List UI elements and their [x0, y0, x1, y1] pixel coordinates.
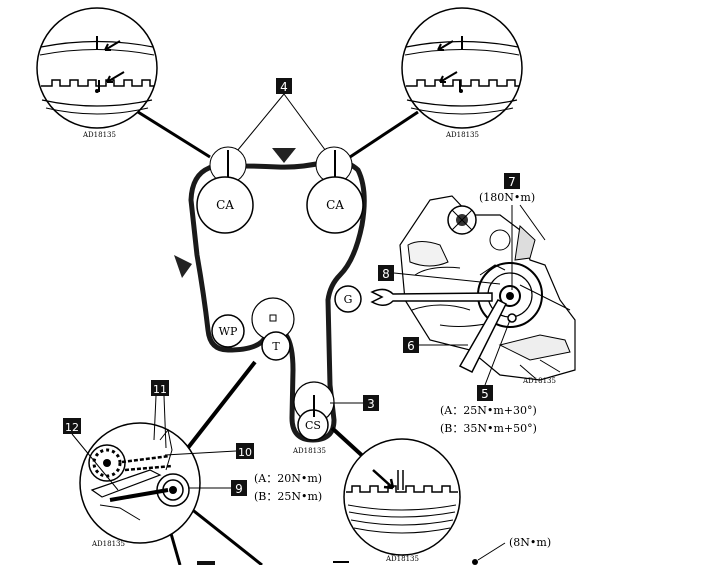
callout-number: 6 — [407, 339, 415, 353]
torque-label: (B：25N•m) — [254, 490, 322, 503]
pulley-label: T — [272, 340, 280, 353]
callout-number: 10 — [238, 446, 252, 459]
callout-number: 12 — [65, 421, 79, 434]
callout-box — [363, 395, 379, 411]
callout-box — [477, 385, 493, 401]
generator-pulley: G — [334, 285, 362, 313]
callout-box — [378, 265, 394, 281]
torque-label: (A：25N•m+30°) — [440, 404, 537, 417]
leader-line — [330, 426, 369, 462]
rotation-arrow-icon — [174, 255, 192, 278]
callout-box — [236, 443, 254, 459]
callout-number: 5 — [481, 387, 489, 401]
timing-belt — [188, 158, 367, 443]
pulley-label: WP — [219, 325, 238, 338]
callout-number: 3 — [367, 397, 375, 411]
torque-label: (B：35N•m+50°) — [440, 422, 537, 435]
callout-box — [63, 418, 81, 434]
callout-box — [504, 173, 520, 189]
camshaft-pulley-left: CA — [196, 146, 254, 234]
leader-line — [178, 360, 257, 460]
callout-number: 7 — [508, 175, 516, 189]
code-label: AD18135 — [522, 377, 556, 385]
crank-bolt-illustration — [370, 195, 576, 381]
detail-inset-top-right: AD18135 — [401, 7, 523, 139]
pulley-label: G — [344, 293, 353, 306]
code-label: AD18135 — [385, 555, 419, 563]
leader-line — [349, 110, 419, 159]
pulley-label: CA — [216, 198, 234, 212]
callout-number: 8 — [382, 267, 390, 281]
callout-box — [197, 561, 215, 565]
detail-inset-top-left: AD18135 — [36, 7, 158, 139]
callout-number: 4 — [280, 80, 288, 94]
code-label: AD18135 — [91, 540, 125, 548]
water-pump-pulley: WP — [211, 314, 245, 348]
callout-number: 9 — [235, 482, 243, 496]
rotation-arrow-icon — [272, 148, 296, 163]
callout-box — [276, 78, 292, 94]
code-label: AD18135 — [292, 447, 326, 455]
tensioner-pulley: T — [251, 297, 295, 361]
callout-number: 11 — [153, 383, 167, 396]
torque-label: (A：20N•m) — [254, 472, 322, 485]
callout-box — [403, 337, 419, 353]
leader-line — [137, 110, 211, 159]
detail-inset-bottom-left: AD18135 — [79, 422, 201, 548]
torque-label: (180N•m) — [479, 191, 535, 204]
detail-inset-bottom-middle: AD18135 — [343, 438, 461, 563]
pulley-label: CS — [305, 419, 321, 432]
torque-label: (8N•m) — [509, 536, 551, 549]
callout-box — [231, 480, 247, 496]
code-label: AD18135 — [82, 131, 116, 139]
code-label: AD18135 — [445, 131, 479, 139]
leader-line — [168, 529, 182, 565]
callout-box — [151, 380, 169, 396]
camshaft-pulley-right: CA — [306, 146, 364, 234]
pulley-label: CA — [326, 198, 344, 212]
crankshaft-pulley: CS — [293, 381, 335, 441]
